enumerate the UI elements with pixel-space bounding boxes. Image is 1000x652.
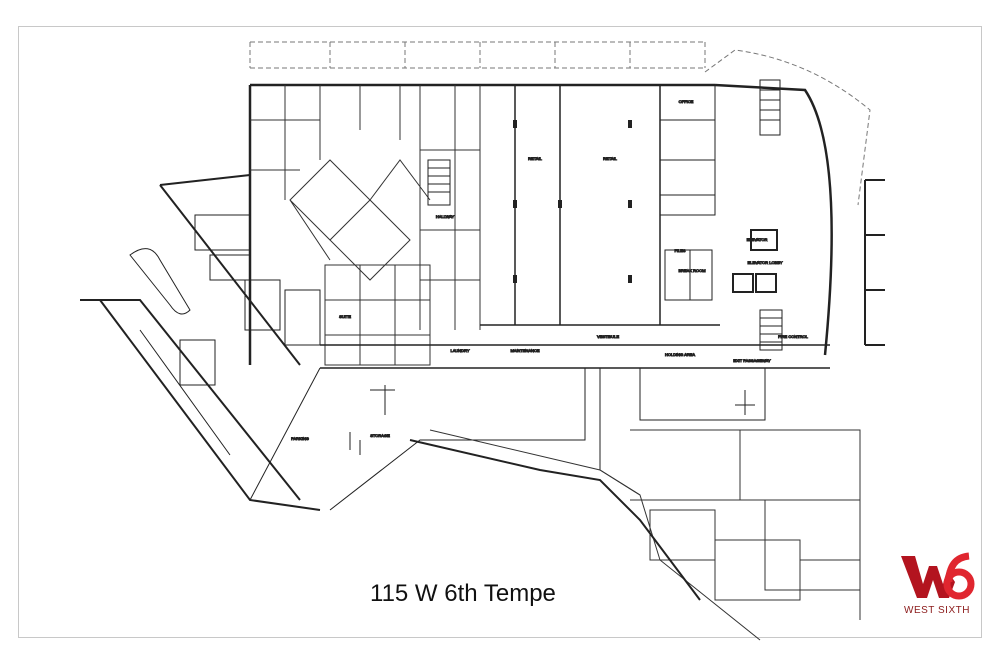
exterior-wall (248, 83, 833, 365)
elevator-shaft (750, 229, 778, 251)
label-files: FILES (674, 248, 685, 253)
elevator-car-2 (755, 273, 777, 293)
suite-walls (250, 85, 431, 366)
parking-area (249, 367, 766, 511)
west-wing-outer (80, 174, 321, 511)
north-stair (759, 79, 781, 136)
label-maintenance: MAINTENANCE (510, 348, 539, 353)
window-mullions (864, 179, 885, 346)
page-title: 115 W 6th Tempe (370, 580, 556, 607)
west-sixth-logo: WEST SIXTH (892, 552, 982, 616)
label-exit-passageway: EXIT PASSAGEWAY (733, 358, 771, 363)
label-retail-1: RETAIL (528, 156, 542, 161)
stair (427, 159, 451, 206)
canopy-curve (704, 49, 871, 206)
label-suite: SUITE (339, 314, 351, 319)
label-hallway: HALLWAY (436, 214, 455, 219)
south-diagonal (409, 439, 701, 601)
core-walls (419, 85, 481, 330)
drawing-frame (18, 26, 982, 638)
west-wing-rooms (139, 214, 321, 456)
label-laundry: LAUNDRY (450, 348, 469, 353)
label-office: OFFICE (679, 99, 694, 104)
office-walls (660, 84, 716, 301)
label-elevator-lobby: ELEVATOR LOBBY (747, 260, 782, 265)
canopy-outline (249, 41, 706, 69)
east-stair (759, 309, 783, 351)
label-break-room: BREAK ROOM (678, 268, 705, 273)
elevator-car-1 (732, 273, 754, 293)
w6-logo-mark (901, 552, 975, 600)
label-holding-area: HOLDING AREA (665, 352, 695, 357)
label-fire-control: FIRE CONTROL (778, 334, 809, 339)
parking-stalls (349, 385, 755, 455)
label-vestibule: VESTIBULE (597, 334, 619, 339)
logo-name: WEST SIXTH (904, 605, 970, 616)
south-building (429, 429, 861, 641)
label-elevator: ELEVATOR (747, 237, 768, 242)
columns (513, 120, 632, 283)
ramp (129, 248, 191, 315)
label-parking: PARKING (291, 436, 309, 441)
label-storage: STORAGE (370, 433, 390, 438)
label-retail-2: RETAIL (603, 156, 617, 161)
